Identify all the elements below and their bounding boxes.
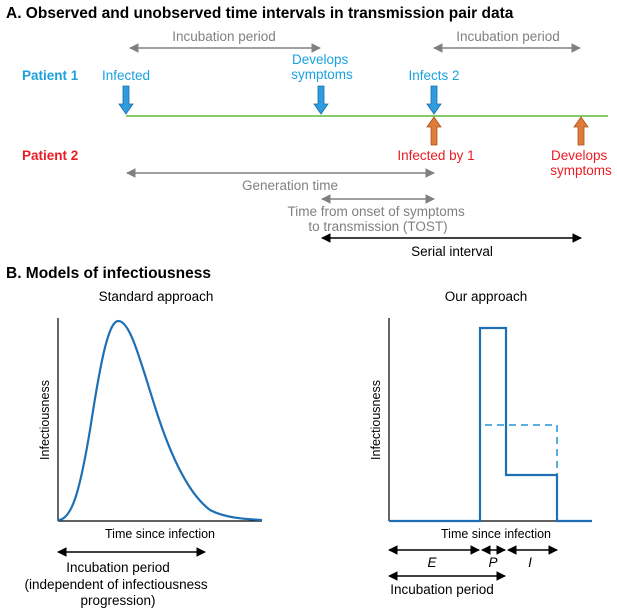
standard-infectiousness-curve	[57, 319, 263, 522]
patient-2-label: Patient 2	[22, 148, 78, 163]
ours-y-axis-label: Infectiousness	[369, 380, 383, 460]
event-develops-symptoms-2-line-1: Develops	[551, 148, 608, 163]
event-develops-symptoms-2-line-2: symptoms	[550, 163, 612, 178]
infects-2-arrow-icon	[426, 85, 442, 115]
event-develops-symptoms-1-line-2: symptoms	[291, 67, 353, 82]
event-develops-symptoms-2-label: Develops symptoms	[550, 148, 612, 178]
standard-y-axis-label: Infectiousness	[38, 380, 52, 460]
serial-interval-label: Serial interval	[411, 244, 493, 259]
incubation-period-label-2: Incubation period	[456, 29, 560, 44]
ours-dashed-infectiousness	[389, 424, 592, 522]
develops-symptoms-arrow-icon	[313, 85, 329, 115]
our-approach-title: Our approach	[445, 289, 528, 304]
stage-I-label: I	[528, 555, 532, 570]
standard-incubation-note-line-2: progression)	[80, 593, 155, 608]
incubation-period-label-1: Incubation period	[172, 29, 276, 44]
tost-label-line-1: Time from onset of symptoms	[287, 204, 465, 219]
ours-incubation-label: Incubation period	[390, 582, 494, 597]
patient-1-label: Patient 1	[22, 68, 79, 83]
tost-label-line-2: to transmission (TOST)	[308, 219, 447, 234]
infected-by-1-arrow-icon	[426, 116, 442, 146]
stage-P-label: P	[488, 555, 497, 570]
event-develops-symptoms-1-line-1: Develops	[292, 52, 349, 67]
standard-incubation-note: (independent of infectiousness progressi…	[25, 577, 212, 608]
event-infected-label: Infected	[102, 68, 150, 83]
generation-time-label: Generation time	[242, 178, 338, 193]
section-a-heading: A. Observed and unobserved time interval…	[6, 5, 514, 22]
tost-label: Time from onset of symptoms to transmiss…	[287, 204, 468, 234]
standard-incubation-note-line-1: (independent of infectiousness	[25, 577, 208, 592]
standard-incubation-label: Incubation period	[66, 560, 170, 575]
ours-solid-infectiousness	[389, 326, 592, 523]
event-develops-symptoms-1-label: Develops symptoms	[291, 52, 353, 82]
stage-E-label: E	[427, 555, 437, 570]
standard-x-axis-label: Time since infection	[105, 527, 215, 541]
infected-arrow-icon	[118, 85, 134, 115]
standard-approach-title: Standard approach	[99, 289, 214, 304]
develops-symptoms-2-arrow-icon	[573, 116, 589, 146]
ours-x-axis-label: Time since infection	[441, 527, 551, 541]
event-infected-by-1-label: Infected by 1	[397, 148, 474, 163]
section-b-heading: B. Models of infectiousness	[6, 265, 211, 282]
event-infects-2-label: Infects 2	[408, 68, 459, 83]
